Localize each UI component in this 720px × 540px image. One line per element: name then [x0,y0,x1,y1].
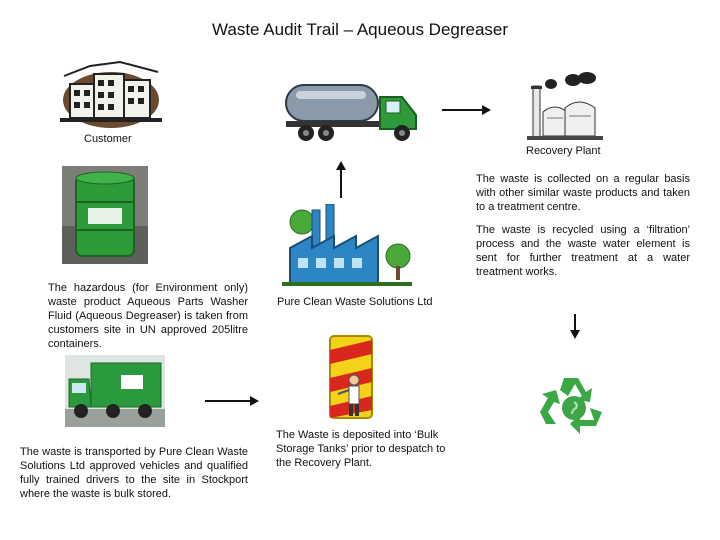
arrow-up [335,160,347,198]
hazardous-caption: The hazardous (for Environment only) was… [48,282,248,350]
collected-caption: The waste is collected on a regular basi… [476,173,690,213]
recycled-caption: The waste is recycled using a ‘filtratio… [476,224,690,278]
recovery-plant-label: Recovery Plant [526,145,601,157]
diagram-title: Waste Audit Trail – Aqueous Degreaser [211,20,509,39]
recovery-plant-icon [525,72,605,142]
waste-drum-icon [62,166,148,264]
arrow-down [569,314,581,340]
factory-icon [282,204,412,286]
arrow-to-storage [205,395,261,407]
recycle-icon [538,372,610,442]
lorry-icon [65,355,165,427]
customer-label: Customer [84,133,132,145]
tanker-truck-icon [282,75,424,147]
transported-caption: The waste is transported by Pure Clean W… [20,446,248,500]
company-label: Pure Clean Waste Solutions Ltd [277,296,433,308]
deposited-caption: The Waste is deposited into ‘Bulk Storag… [276,429,446,469]
storage-tank-icon [326,332,376,422]
arrow-to-plant [442,104,492,116]
building-icon [60,58,162,130]
